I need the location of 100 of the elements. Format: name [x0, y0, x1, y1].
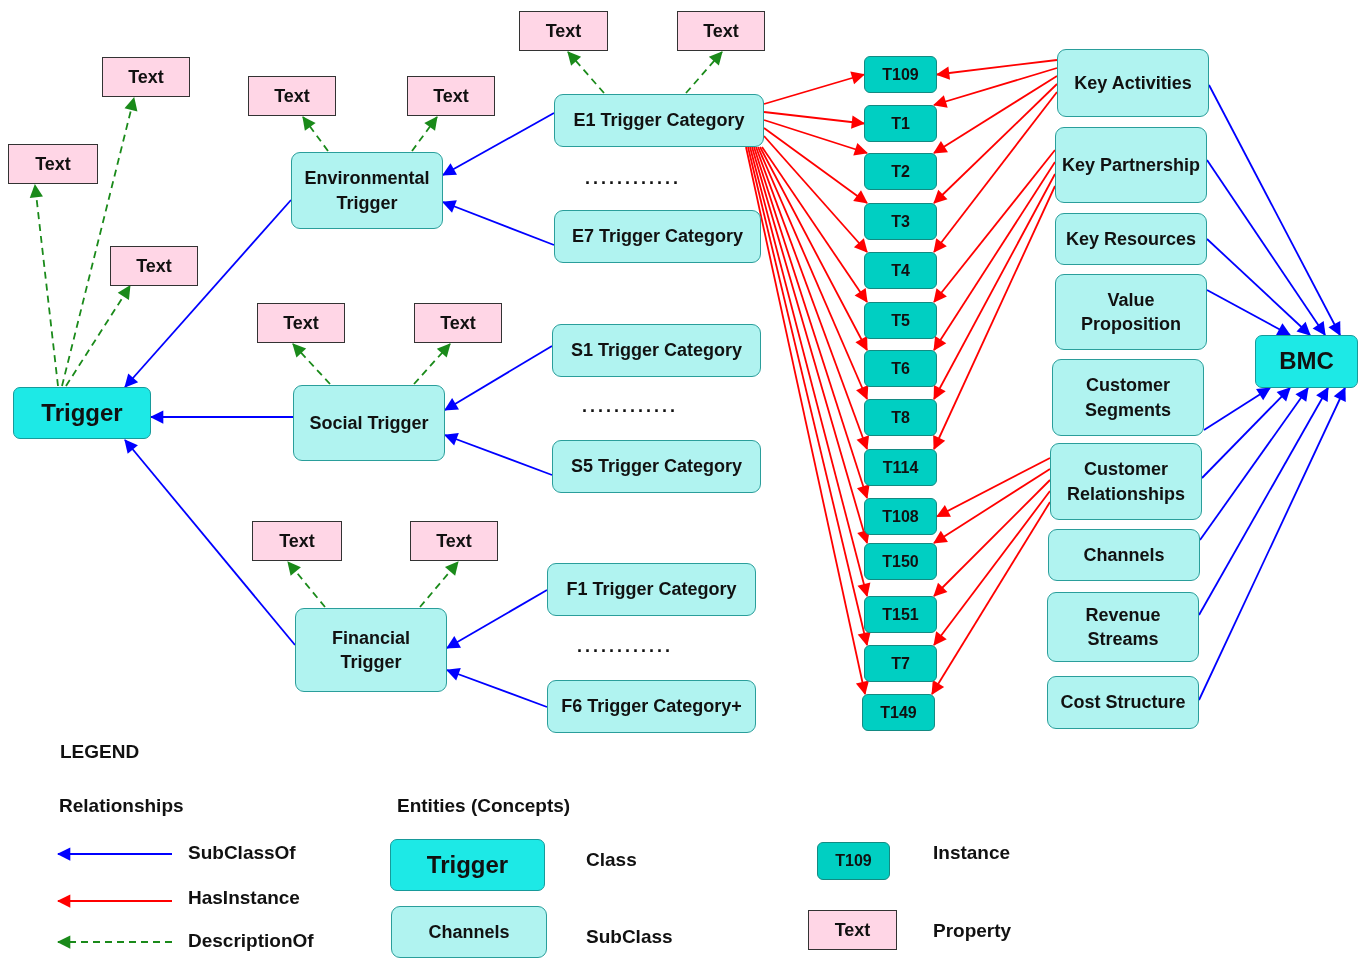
- legend-label: HasInstance: [188, 887, 300, 909]
- subclass-box: F6 Trigger Category+: [547, 680, 756, 733]
- arrow: [933, 479, 1051, 597]
- legend-label: Property: [933, 920, 1012, 942]
- subclass-box: Social Trigger: [293, 385, 445, 461]
- arrow: [933, 468, 1051, 544]
- arrow: [446, 589, 548, 649]
- arrow: [763, 127, 868, 204]
- class-box: Trigger: [390, 839, 545, 891]
- subclass-box: Customer Relationships: [1050, 443, 1202, 520]
- arrow: [1199, 387, 1309, 541]
- arrow: [759, 146, 868, 351]
- dashed-arrow: [567, 51, 605, 94]
- dashed-arrow: [302, 116, 329, 152]
- instance-box: T6: [864, 350, 937, 387]
- legend-label: Class: [586, 849, 637, 871]
- legend-heading: Relationships: [59, 795, 184, 817]
- arrow: [933, 67, 1058, 108]
- class-box: BMC: [1255, 335, 1358, 388]
- subclass-box: Cost Structure: [1047, 676, 1199, 729]
- subclass-box: Customer Segments: [1052, 359, 1204, 436]
- arrow: [442, 200, 555, 246]
- subclass-box: S5 Trigger Category: [552, 440, 761, 493]
- arrow: [446, 668, 548, 708]
- instance-box: T109: [864, 56, 937, 93]
- arrow: [933, 91, 1058, 253]
- instance-box: T7: [864, 645, 937, 682]
- dashed-arrow: [413, 343, 451, 385]
- legend-label: DescriptionOf: [188, 930, 314, 952]
- arrow: [757, 146, 869, 400]
- subclass-box: F1 Trigger Category: [547, 563, 756, 616]
- arrow: [763, 135, 868, 253]
- ellipsis-dots: ............: [577, 636, 673, 657]
- arrow: [150, 410, 294, 424]
- arrow: [1208, 84, 1341, 336]
- instance-box: T151: [864, 596, 937, 633]
- subclass-box: Value Proposition: [1055, 274, 1207, 350]
- property-box: Text: [8, 144, 98, 184]
- instance-box: T109: [817, 842, 890, 880]
- instance-box: T149: [862, 694, 935, 731]
- instance-box: T108: [864, 498, 937, 535]
- property-box: Text: [677, 11, 765, 51]
- property-box: Text: [407, 76, 495, 116]
- dashed-arrow: [61, 97, 138, 387]
- instance-box: T1: [864, 105, 937, 142]
- arrow: [761, 146, 868, 303]
- subclass-box: Key Partnership: [1055, 127, 1207, 203]
- legend-label: SubClassOf: [188, 842, 296, 864]
- property-box: Text: [257, 303, 345, 343]
- ellipsis-dots: ............: [585, 168, 681, 189]
- arrow: [1206, 159, 1326, 336]
- subclass-box: Key Activities: [1057, 49, 1209, 117]
- arrow: [763, 119, 868, 156]
- arrow: [444, 433, 553, 476]
- dashed-arrow: [685, 51, 723, 94]
- property-box: Text: [102, 57, 190, 97]
- arrow: [936, 59, 1058, 80]
- dashed-arrow: [292, 343, 331, 385]
- instance-box: T5: [864, 302, 937, 339]
- dashed-arrow: [411, 116, 438, 152]
- arrow: [442, 112, 555, 176]
- arrow: [1206, 238, 1311, 336]
- arrow: [763, 111, 865, 129]
- legend-title: LEGEND: [60, 741, 140, 763]
- property-box: Text: [252, 521, 342, 561]
- ellipsis-dots: ............: [582, 396, 678, 417]
- instance-box: T4: [864, 252, 937, 289]
- subclass-box: Key Resources: [1055, 213, 1207, 265]
- instance-box: T150: [864, 543, 937, 580]
- instance-box: T114: [864, 449, 937, 486]
- property-box: Text: [410, 521, 498, 561]
- arrow: [1201, 387, 1291, 479]
- arrow: [1203, 387, 1271, 431]
- class-box: Trigger: [13, 387, 151, 439]
- dashed-arrow: [29, 184, 59, 387]
- arrow: [933, 490, 1051, 646]
- dashed-arrow: [65, 285, 131, 387]
- subclass-box: Channels: [391, 906, 547, 958]
- legend-label: Instance: [933, 842, 1011, 864]
- arrow: [124, 199, 292, 388]
- subclass-box: Financial Trigger: [295, 608, 447, 692]
- arrow: [936, 457, 1051, 518]
- arrow: [933, 83, 1058, 204]
- subclass-box: Environmental Trigger: [291, 152, 443, 229]
- arrow: [931, 501, 1051, 695]
- property-box: Text: [248, 76, 336, 116]
- arrow: [1198, 387, 1346, 701]
- arrow: [933, 161, 1056, 351]
- arrow: [933, 185, 1056, 450]
- arrow: [933, 173, 1056, 400]
- subclass-box: E7 Trigger Category: [554, 210, 761, 263]
- arrow: [124, 439, 296, 646]
- dashed-arrow: [419, 561, 459, 608]
- property-box: Text: [519, 11, 608, 51]
- arrow: [444, 345, 553, 411]
- dashed-arrow: [287, 561, 326, 608]
- arrow: [1198, 387, 1329, 616]
- legend-label: SubClass: [586, 926, 673, 948]
- property-box: Text: [808, 910, 897, 950]
- arrow: [933, 75, 1058, 154]
